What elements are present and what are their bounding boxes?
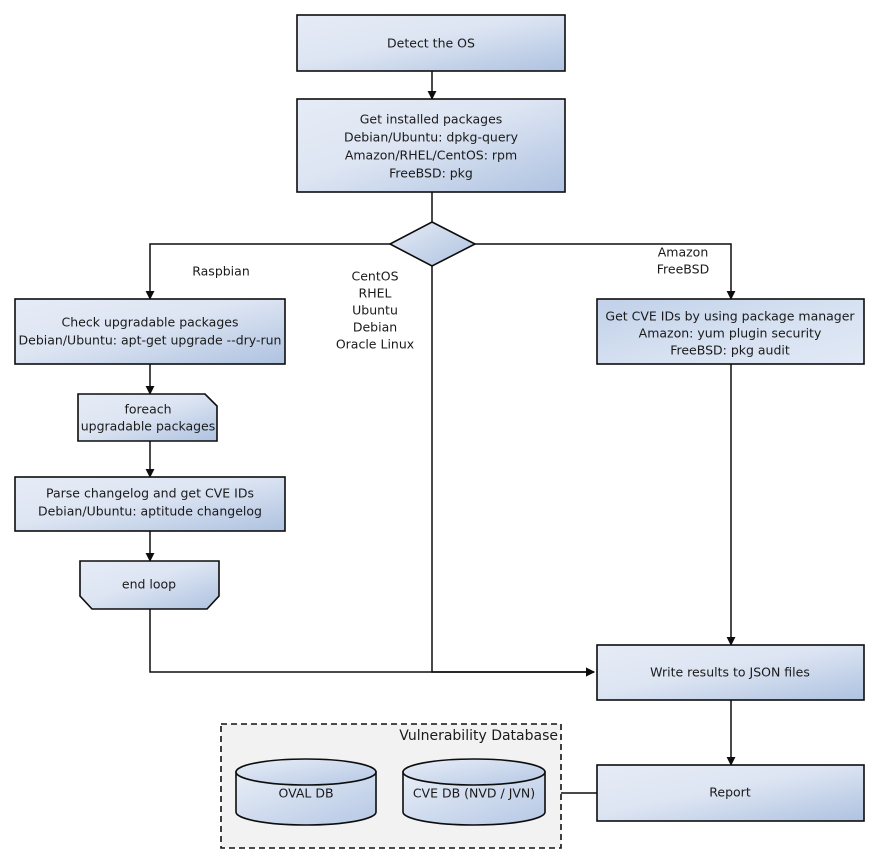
oval-db-cylinder-body[interactable]	[235, 771, 377, 826]
check-upgradable-box[interactable]	[14, 298, 286, 365]
edge-label-amazon-freebsd: Amazon FreeBSD	[657, 245, 709, 277]
end-loop-label: end loop	[122, 577, 176, 592]
node-parse-changelog[interactable]: Parse changelog and get CVE IDs Debian/U…	[14, 476, 286, 532]
edge-label-raspbian: Raspbian	[192, 264, 250, 279]
edge-label-middle-line-2: Ubuntu	[352, 303, 398, 318]
edge-label-middle-line-1: RHEL	[359, 286, 392, 301]
get-cve-ids-line-1: Amazon: yum plugin security	[639, 326, 822, 341]
edge-label-middle-line-0: CentOS	[351, 269, 398, 284]
detect-os-label: Detect the OS	[387, 36, 475, 51]
vulnerability-database-group-title: Vulnerability Database	[399, 728, 558, 744]
parse-changelog-box[interactable]	[14, 476, 286, 532]
get-cve-ids-line-2: FreeBSD: pkg audit	[670, 343, 790, 358]
check-upgradable-line-1: Debian/Ubuntu: apt-get upgrade --dry-run	[19, 333, 282, 348]
foreach-loop-shape[interactable]	[77, 393, 218, 442]
node-get-cve-ids[interactable]: Get CVE IDs by using package manager Ama…	[596, 298, 865, 365]
get-installed-packages-line-2: Amazon/RHEL/CentOS: rpm	[345, 148, 517, 163]
group-vulnerability-database: Vulnerability Database OVAL DB CVE DB (N…	[220, 723, 562, 849]
write-results-label: Write results to JSON files	[650, 665, 810, 680]
get-installed-packages-line-1: Debian/Ubuntu: dpkg-query	[344, 130, 519, 145]
edge-decision-to-check-upgradable	[145, 243, 390, 300]
edge-decision-to-get-cve-ids	[475, 243, 736, 300]
edge-label-middle-distros: CentOS RHEL Ubuntu Debian Oracle Linux	[336, 269, 414, 352]
oval-db-cylinder-top[interactable]	[235, 758, 377, 786]
edge-endloop-to-write-results	[149, 609, 595, 677]
edge-label-raspbian-line-0: Raspbian	[192, 264, 250, 279]
node-write-results[interactable]: Write results to JSON files	[596, 644, 865, 701]
node-oval-db[interactable]: OVAL DB	[235, 758, 377, 826]
get-installed-packages-line-0: Get installed packages	[360, 112, 503, 127]
get-installed-packages-line-3: FreeBSD: pkg	[389, 166, 473, 181]
cve-db-label: CVE DB (NVD / JVN)	[413, 786, 535, 801]
get-installed-packages-box[interactable]	[296, 98, 566, 193]
check-upgradable-line-0: Check upgradable packages	[62, 315, 239, 330]
report-label: Report	[709, 785, 751, 800]
detect-os-box[interactable]	[296, 14, 566, 72]
get-cve-ids-box[interactable]	[596, 298, 865, 365]
node-check-upgradable[interactable]: Check upgradable packages Debian/Ubuntu:…	[14, 298, 286, 365]
edge-label-middle-line-3: Debian	[353, 320, 397, 335]
cve-db-cylinder-top[interactable]	[402, 758, 546, 786]
edge-label-amazon-line-0: Amazon	[658, 245, 709, 260]
cve-db-cylinder-body[interactable]	[402, 771, 546, 826]
node-foreach-loop[interactable]: foreach upgradable packages	[77, 393, 218, 442]
node-os-decision[interactable]	[388, 221, 477, 267]
node-get-installed-packages[interactable]: Get installed packages Debian/Ubuntu: dp…	[296, 98, 566, 193]
foreach-loop-line-0: foreach	[124, 402, 171, 417]
edge-decision-to-write-results-middle	[431, 266, 595, 677]
edge-label-amazon-line-1: FreeBSD	[657, 262, 709, 277]
node-report[interactable]: Report	[596, 764, 865, 822]
end-loop-shape[interactable]	[79, 560, 220, 610]
os-decision-diamond[interactable]	[388, 221, 477, 267]
get-cve-ids-line-0: Get CVE IDs by using package manager	[605, 309, 855, 324]
node-cve-db[interactable]: CVE DB (NVD / JVN)	[402, 758, 546, 826]
oval-db-label: OVAL DB	[278, 786, 333, 801]
node-end-loop[interactable]: end loop	[79, 560, 220, 610]
foreach-loop-line-1: upgradable packages	[81, 419, 216, 434]
report-box[interactable]	[596, 764, 865, 822]
node-detect-os[interactable]: Detect the OS	[296, 14, 566, 72]
write-results-box[interactable]	[596, 644, 865, 701]
parse-changelog-line-0: Parse changelog and get CVE IDs	[46, 486, 254, 501]
edge-label-middle-line-4: Oracle Linux	[336, 337, 414, 352]
parse-changelog-line-1: Debian/Ubuntu: aptitude changelog	[38, 504, 262, 519]
